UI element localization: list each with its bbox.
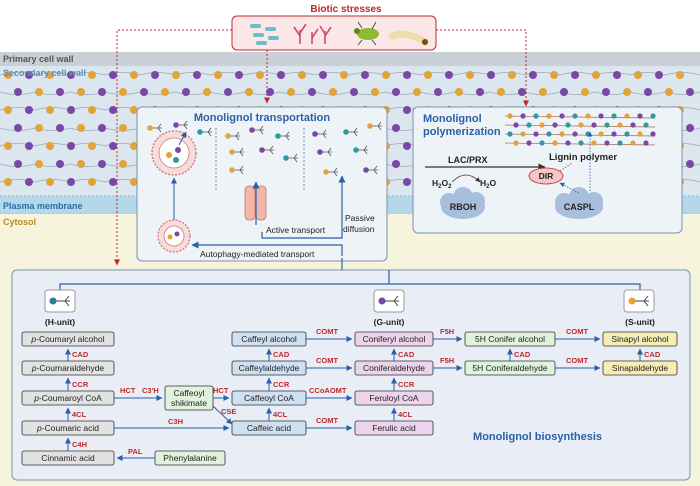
enzyme-pal: PAL — [128, 447, 143, 456]
enzyme-c3h-prime: C3'H — [142, 386, 159, 395]
insect-icon — [354, 21, 379, 46]
coumaroyl-coa: p-Coumaroyl CoA — [33, 393, 102, 403]
h-unit-icon — [44, 289, 76, 313]
abc-transporter-icon — [244, 185, 267, 221]
enzyme-ccr-c: CCR — [273, 380, 290, 389]
enzyme-4cl-g: 4CL — [398, 410, 413, 419]
enzyme-cad-g: CAD — [398, 350, 415, 359]
rboh-label: RBOH — [450, 202, 477, 212]
ferulic-acid: Ferulic acid — [372, 423, 416, 433]
lignin-polymer-label: Lignin polymer — [549, 152, 617, 163]
coumaryl-alcohol: p-Coumaryl alcohol — [30, 334, 104, 344]
biosynthesis-panel — [11, 269, 691, 481]
enzyme-hct-2: HCT — [213, 386, 229, 395]
coumaric-acid: p-Coumaric acid — [36, 423, 99, 433]
caffeyl-alcohol: Caffeyl alcohol — [241, 334, 297, 344]
enzyme-cad-s: CAD — [644, 350, 661, 359]
g-unit-icon — [373, 289, 405, 313]
sinapyl-alcohol: Sinapyl alcohol — [611, 334, 668, 344]
h2o2-label: H2O2 — [432, 178, 452, 190]
caspl-label: CASPL — [564, 202, 595, 212]
larva-icon — [388, 30, 429, 46]
dir-label: DIR — [539, 171, 554, 181]
polymerization-title-1: Monolignol — [423, 113, 482, 125]
s-unit-label: (S-unit) — [625, 317, 655, 327]
bacteria-icon — [250, 24, 279, 45]
enzyme-c3h: C3H — [168, 417, 183, 426]
caffeylaldehyde: Caffeylaldehyde — [239, 363, 300, 373]
active-transport-label: Active transport — [266, 225, 326, 235]
cytosol-label: Cytosol — [3, 217, 36, 227]
enzyme-cad-c: CAD — [273, 350, 290, 359]
dir-oval — [528, 167, 564, 185]
enzyme-comt-5: COMT — [566, 356, 588, 365]
enzyme-cad-h: CAD — [72, 350, 89, 359]
enzyme-comt-1: COMT — [316, 327, 338, 336]
caffeoyl-coa: Caffeoyl CoA — [244, 393, 294, 403]
enzyme-f5h-2: F5H — [440, 356, 454, 365]
primary-cell-wall-band — [0, 52, 700, 66]
enzyme-f5h-1: F5H — [440, 327, 454, 336]
passive-label-2: diffusion — [343, 224, 375, 234]
stress-arrow-polymerization — [436, 29, 529, 107]
transport-panel — [136, 106, 388, 262]
lac-prx-label: LAC/PRX — [448, 155, 488, 165]
enzyme-comt-4: COMT — [566, 327, 588, 336]
enzyme-ccr-h: CCR — [72, 380, 89, 389]
polymerization-title-2: polymerization — [423, 126, 501, 138]
h-unit-label: (H-unit) — [45, 317, 75, 327]
enzyme-hct-1: HCT — [120, 386, 136, 395]
sinapaldehyde: Sinapaldehyde — [612, 363, 669, 373]
autophagy-label: Autophagy-mediated transport — [200, 249, 315, 259]
fungus-icon — [293, 23, 332, 44]
plasma-membrane-label: Plasma membrane — [3, 201, 83, 211]
coumaraldehyde: p-Coumaraldehyde — [31, 363, 105, 373]
enzyme-c4h: C4H — [72, 440, 87, 449]
coniferaldehyde: Coniferaldehyde — [363, 363, 425, 373]
caffeic-acid: Caffeic acid — [247, 423, 292, 433]
biotic-stress-box — [231, 15, 437, 51]
biotic-stress-label: Biotic stresses — [310, 4, 382, 15]
enzyme-ccoaomt: CCoAOMT — [309, 386, 347, 395]
enzyme-comt-2: COMT — [316, 356, 338, 365]
transport-monolignols — [147, 120, 382, 177]
g-unit-label: (G-unit) — [374, 317, 405, 327]
s-unit-icon — [623, 289, 655, 313]
h2o-label: H2O — [480, 178, 496, 190]
caffeoyl-shikimate-2: shikimate — [171, 398, 207, 408]
enzyme-ccr-g: CCR — [398, 380, 415, 389]
enzyme-4cl-c: 4CL — [273, 410, 288, 419]
enzyme-comt-3: COMT — [316, 416, 338, 425]
transport-title: Monolignol transportation — [194, 112, 331, 124]
caffeoyl-shikimate-1: Caffeoyl — [173, 388, 204, 398]
enzyme-cse: CSE — [221, 407, 236, 416]
feruloyl-coa: Feruloyl CoA — [369, 393, 418, 403]
caspl-cloud — [555, 187, 603, 219]
5h-coniferaldehyde: 5H Coniferaldehyde — [472, 363, 547, 373]
passive-label-1: Passive — [345, 213, 375, 223]
rboh-cloud — [440, 187, 485, 219]
biosynthesis-title: Monolignol biosynthesis — [473, 431, 602, 443]
5h-conifer-alcohol: 5H Conifer alcohol — [475, 334, 545, 344]
cinnamic-acid: Cinnamic acid — [41, 453, 95, 463]
phenylalanine: Phenylalanine — [163, 453, 217, 463]
enzyme-cad-5h: CAD — [514, 350, 531, 359]
primary-wall-label: Primary cell wall — [3, 54, 74, 64]
enzyme-4cl-h: 4CL — [72, 410, 87, 419]
coniferyl-alcohol: Coniferyl alcohol — [363, 334, 426, 344]
secondary-wall-label: Secondary cell wall — [3, 68, 86, 78]
